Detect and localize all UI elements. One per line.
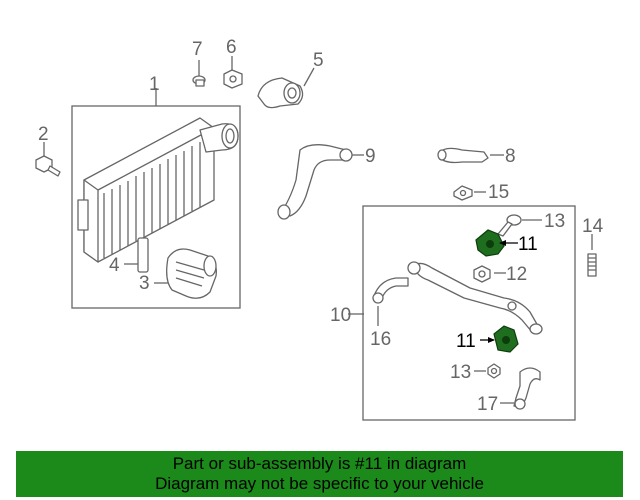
pipe-assembly-part-10 [407, 261, 543, 335]
nut-part-15 [453, 185, 473, 201]
callout-4: 4 [109, 255, 120, 276]
bolt-part-13-lower [487, 363, 501, 379]
hose-part-16 [372, 277, 409, 304]
callout-15: 15 [488, 182, 509, 203]
callout-17: 17 [477, 394, 498, 415]
banner-line-1: Part or sub-assembly is #11 in diagram [172, 454, 467, 473]
stud-part-14 [587, 234, 597, 277]
callout-3: 3 [139, 273, 150, 294]
highlighted-part-11-upper [475, 229, 505, 257]
banner-line-2: Diagram may not be specific to your vehi… [155, 474, 484, 493]
intercooler-part [77, 117, 239, 263]
callout-1: 1 [149, 74, 160, 95]
callout-2: 2 [38, 124, 49, 145]
bolt-part-13-upper [497, 214, 522, 237]
callout-7: 7 [192, 39, 203, 60]
callout-14: 14 [582, 216, 604, 237]
hose-part-9 [277, 144, 353, 220]
callout-5: 5 [313, 50, 324, 71]
callout-8: 8 [505, 146, 516, 167]
callout-9: 9 [365, 146, 376, 167]
highlighted-part-11-lower [493, 325, 519, 353]
bolt-part-7 [192, 60, 206, 87]
hose-part-8 [437, 147, 489, 164]
bracket-part-3 [166, 248, 217, 299]
callout-11a: 11 [518, 234, 538, 255]
sensor-part-6 [223, 56, 243, 89]
callout-6: 6 [226, 37, 237, 58]
callout-13a: 13 [544, 211, 565, 232]
group-10-box [362, 205, 576, 421]
callout-13b: 13 [450, 362, 471, 383]
gasket-part-4 [137, 237, 149, 273]
callout-16: 16 [370, 329, 391, 350]
part-info-banner: Part or sub-assembly is #11 in diagram D… [16, 451, 623, 497]
grommet-part-12 [473, 265, 491, 283]
callout-10: 10 [330, 305, 351, 326]
callout-11b: 11 [456, 331, 476, 352]
elbow-part-5 [257, 77, 304, 109]
hose-part-17 [513, 367, 541, 410]
bolt-part-2 [35, 142, 61, 177]
callout-12: 12 [506, 264, 527, 285]
